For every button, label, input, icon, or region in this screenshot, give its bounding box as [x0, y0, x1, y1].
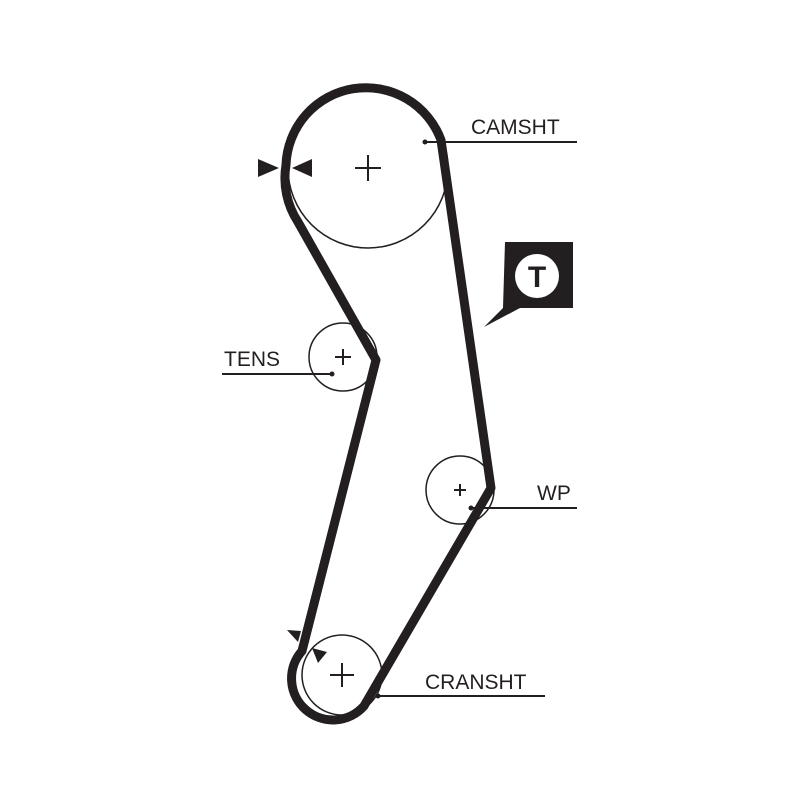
crankshaft-pulley — [301, 634, 383, 716]
tensioner-label: TENS — [224, 348, 280, 371]
leader-lines — [222, 139, 577, 699]
tensioner-pulley — [308, 322, 378, 392]
camshaft-pulley — [287, 87, 449, 249]
crankshaft-timing-mark — [287, 630, 327, 663]
water-pump-label: WP — [537, 482, 571, 505]
tension-badge-letter: T — [528, 261, 546, 294]
camshaft-timing-mark — [258, 159, 312, 177]
timing-belt — [280, 83, 496, 725]
camshaft-label: CAMSHT — [471, 116, 560, 139]
tension-badge: T — [484, 242, 573, 327]
crankshaft-label: CRANSHT — [425, 671, 527, 694]
water-pump-pulley — [425, 455, 495, 525]
tension-badge-circle — [515, 254, 559, 298]
